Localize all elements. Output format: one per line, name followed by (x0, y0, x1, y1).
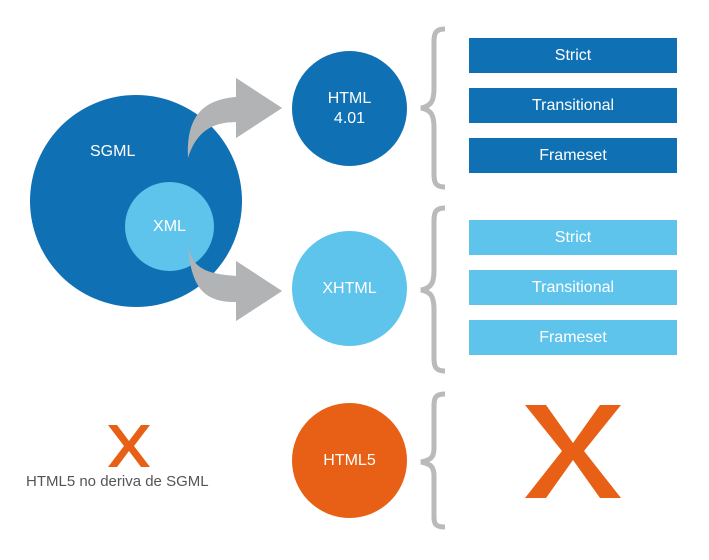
html401-circle: HTML 4.01 (292, 51, 407, 166)
x-mark-icon (525, 405, 621, 498)
xhtml-variant-strict: Strict (469, 220, 677, 255)
html401-label-line1: HTML (327, 89, 372, 107)
x-mark-icon (108, 425, 150, 467)
brace-xhtml (420, 205, 446, 374)
html5-circle: HTML5 (292, 403, 407, 518)
brace-html5 (420, 391, 446, 530)
html401-variant-strict: Strict (469, 38, 677, 73)
html5-label: HTML5 (323, 451, 376, 469)
html401-label-line2: 4.01 (333, 109, 366, 127)
arrow-sgml-to-html401-overlay (187, 78, 282, 158)
xml-label: XML (153, 217, 186, 235)
xhtml-variant-frameset: Frameset (469, 320, 677, 355)
brace-html401 (420, 26, 446, 190)
arrow-xml-to-xhtml-overlay (188, 242, 282, 321)
xml-circle: XML (125, 182, 214, 271)
sgml-label: SGML (90, 143, 136, 160)
xhtml-variant-transitional: Transitional (469, 270, 677, 305)
xhtml-circle: XHTML (292, 231, 407, 346)
html401-variant-transitional: Transitional (469, 88, 677, 123)
html401-variant-frameset: Frameset (469, 138, 677, 173)
xhtml-label: XHTML (322, 279, 377, 297)
html5-note-text: HTML5 no deriva de SGML (26, 473, 209, 490)
